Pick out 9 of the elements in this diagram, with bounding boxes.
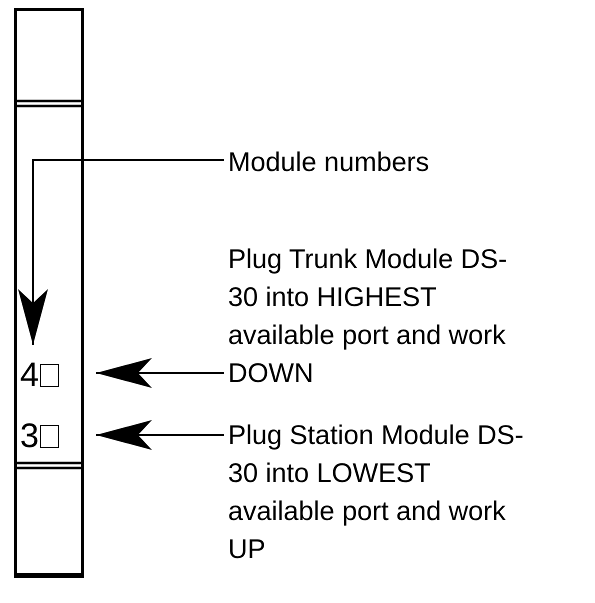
- module-number: 3: [20, 419, 39, 453]
- arrow: [96, 420, 224, 450]
- callout-text: Plug Trunk Module DS-30 into HIGHEST available port and work DOWN: [228, 243, 508, 390]
- callout-text: Module numbers: [228, 146, 430, 179]
- callout-text: Plug Station Module DS-30 into LOWEST available port and work UP: [228, 419, 525, 566]
- arrow: [96, 358, 224, 388]
- module-number: 4: [20, 358, 39, 392]
- module-panel: [14, 8, 84, 578]
- leader-arrow: [18, 159, 224, 345]
